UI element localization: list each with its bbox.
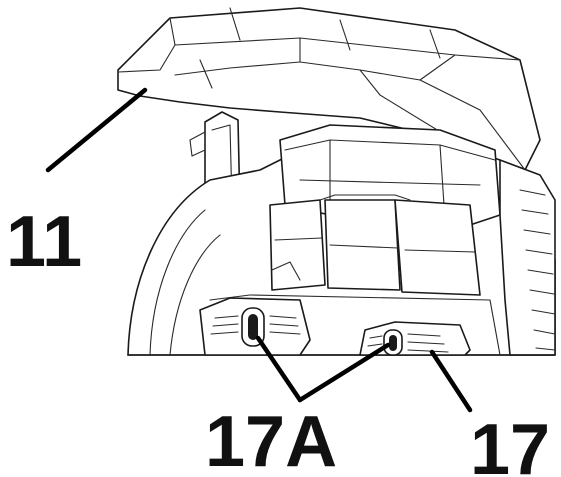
leader-lines (45, 87, 473, 413)
battery-pack-left (199, 297, 311, 356)
leader-line-17a-left (255, 335, 303, 403)
battery-pack-right (359, 321, 471, 356)
housing-body (127, 124, 556, 356)
leader-line-17a-right (297, 342, 391, 403)
callout-11: 11 (6, 202, 82, 282)
leader-line-11 (45, 87, 148, 173)
callout-17: 17 (470, 410, 550, 477)
leader-line-17 (429, 349, 473, 413)
callout-17a: 17A (205, 402, 337, 477)
